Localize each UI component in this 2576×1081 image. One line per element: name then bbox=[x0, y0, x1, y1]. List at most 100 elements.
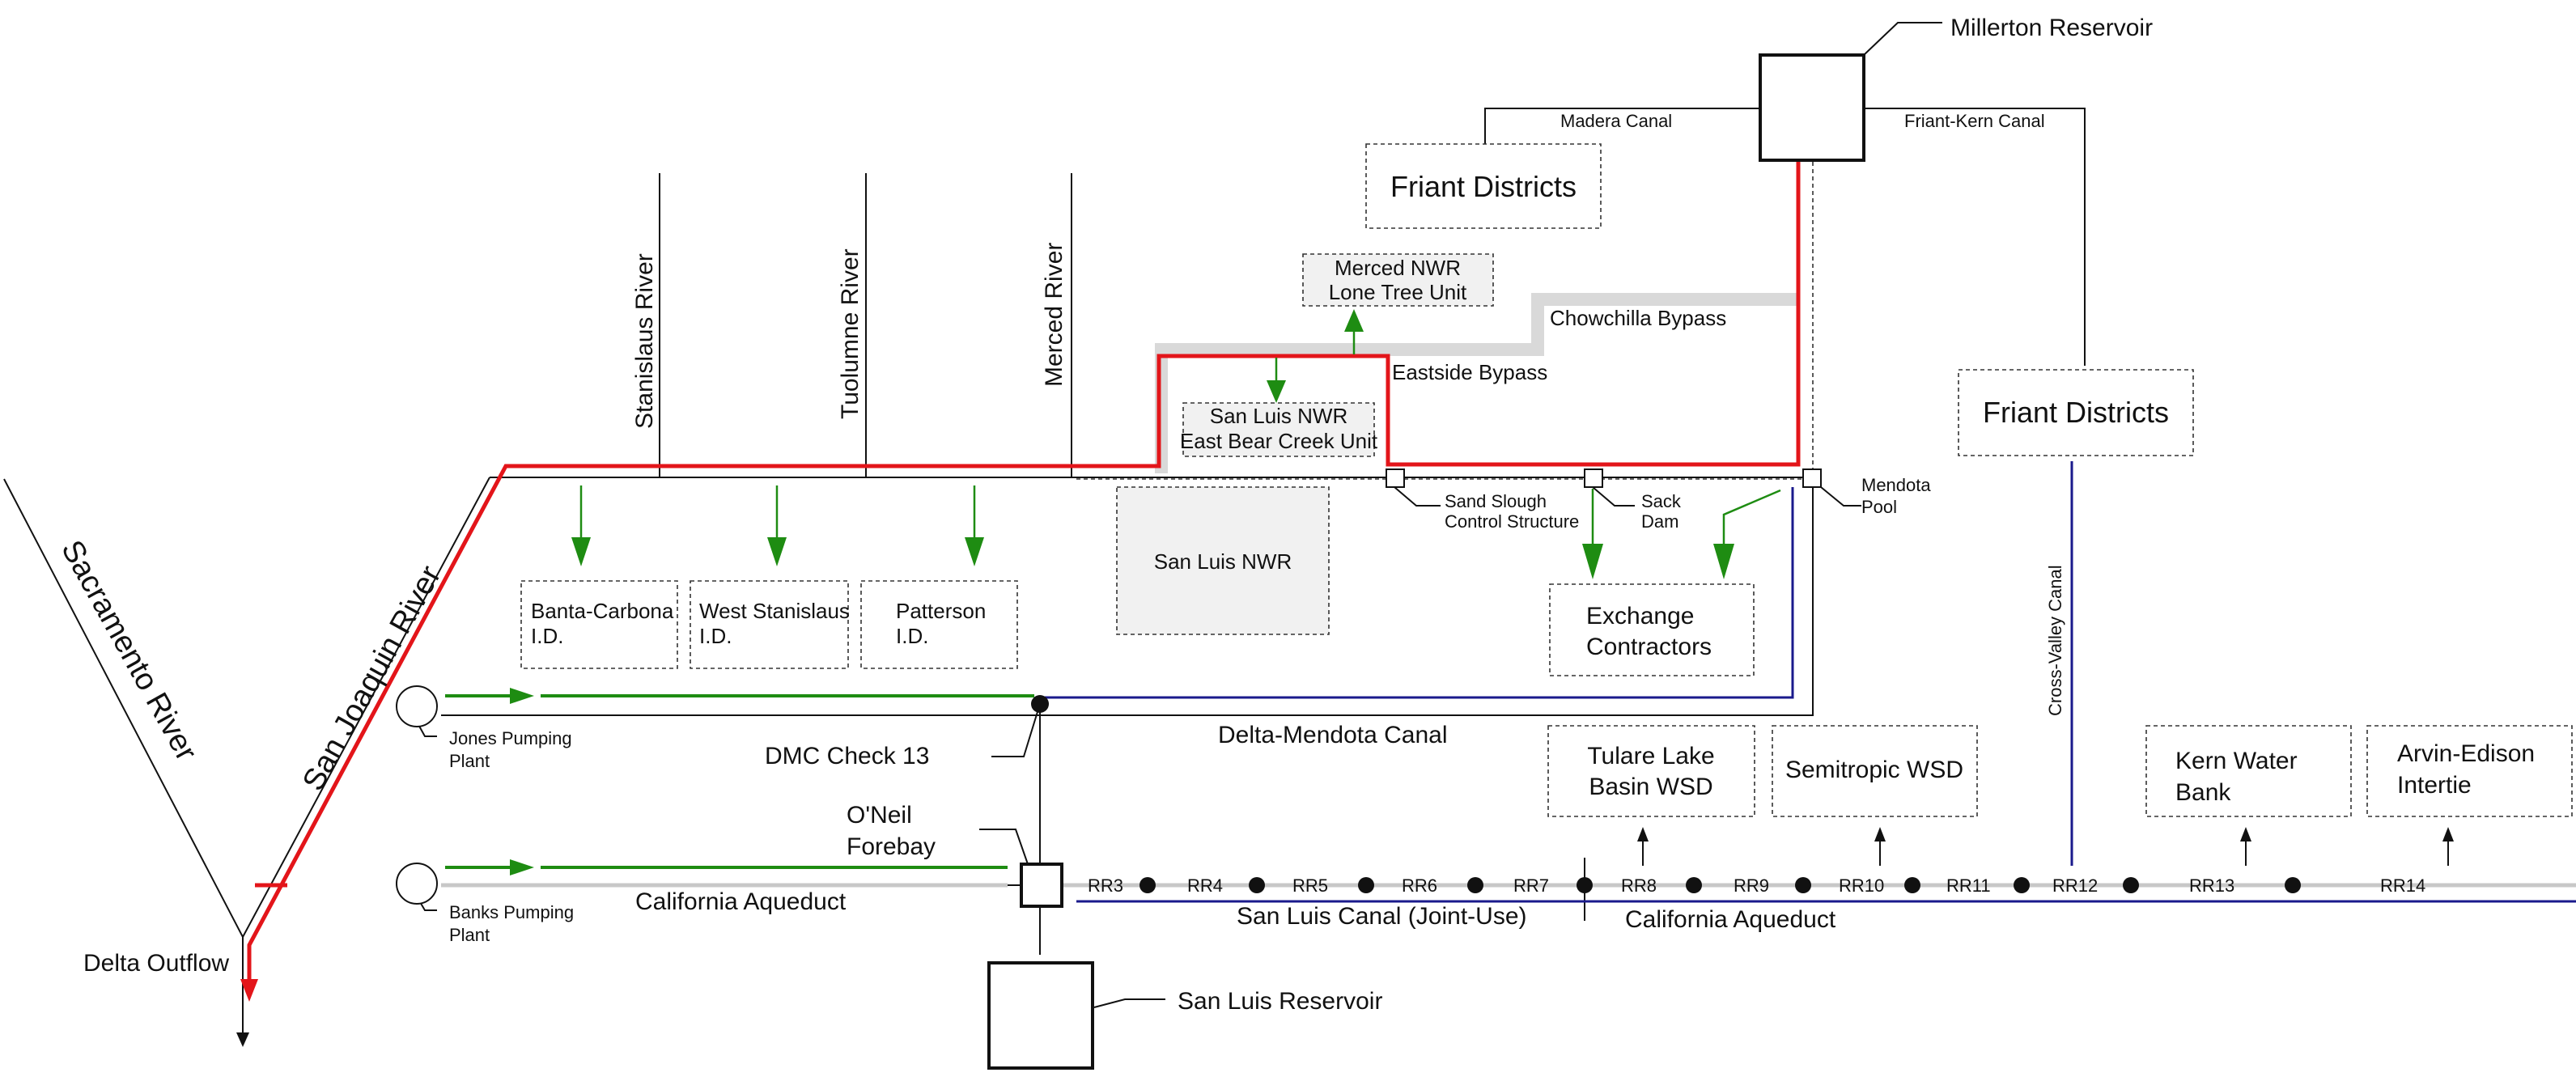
green-delivery-lines bbox=[541, 694, 1034, 869]
friant-districts-right-box bbox=[1958, 369, 2194, 456]
blue-canals bbox=[1040, 461, 2576, 903]
kern-water-bank-label-1: Kern Water bbox=[2175, 748, 2298, 774]
sand-slough-leader bbox=[1394, 486, 1441, 507]
tulare-label-1: Tulare Lake bbox=[1587, 743, 1714, 769]
reach-label: RR3 bbox=[1088, 875, 1123, 896]
san-luis-ebc-label-2: East Bear Creek Unit bbox=[1180, 429, 1378, 453]
sack-dam-leader bbox=[1592, 486, 1635, 507]
millerton-leader bbox=[1863, 22, 1942, 56]
reach-label: RR5 bbox=[1292, 875, 1328, 896]
bypass-gray-band bbox=[1155, 293, 1797, 473]
cross-valley-canal-label: Cross-Valley Canal bbox=[2045, 565, 2065, 716]
california-aqueduct-east-label: California Aqueduct bbox=[1625, 906, 1836, 933]
san-luis-reservoir-label: San Luis Reservoir bbox=[1178, 988, 1382, 1015]
semitropic-arrowhead bbox=[1874, 827, 1886, 841]
reach-dot bbox=[1139, 877, 1156, 893]
san-luis-ebc-box bbox=[1182, 402, 1375, 457]
san-luis-canal-label: San Luis Canal (Joint-Use) bbox=[1237, 903, 1527, 930]
reach-dot bbox=[1358, 877, 1374, 893]
san-luis-nwr-box bbox=[1116, 486, 1330, 635]
west-stanislaus-label-1: West Stanislaus bbox=[699, 599, 850, 623]
dmc-check-dot bbox=[1031, 695, 1049, 713]
jones-plant-label-1: Jones Pumping bbox=[449, 728, 572, 748]
reach-dot bbox=[1577, 877, 1593, 893]
west-stanislaus-box bbox=[690, 580, 849, 669]
westst-arrowhead bbox=[767, 537, 787, 566]
tuolumne-river-label: Tuolumne River bbox=[837, 248, 864, 419]
merced-nwr-box bbox=[1302, 253, 1494, 307]
patterson-label-2: I.D. bbox=[896, 624, 928, 648]
sand-slough-structure-icon bbox=[1386, 468, 1405, 488]
san-luis-nwr-label: San Luis NWR bbox=[1154, 549, 1292, 574]
merced-nwr-label-1: Merced NWR bbox=[1335, 256, 1461, 280]
reach-label: RR11 bbox=[1946, 875, 1991, 896]
reach-dot bbox=[2123, 877, 2139, 893]
banta-arrowhead bbox=[571, 537, 591, 566]
sacramento-river-line bbox=[3, 478, 244, 938]
oneil-forebay-box bbox=[1020, 863, 1063, 908]
green-arrows bbox=[445, 309, 1781, 875]
oneil-label-2: Forebay bbox=[847, 833, 936, 860]
dmc-check-leader bbox=[991, 703, 1041, 757]
merced-nwr-label-2: Lone Tree Unit bbox=[1329, 280, 1467, 304]
reach-labels: RR3 RR4 RR5 RR6 RR7 RR8 RR9 RR10 RR11 RR… bbox=[1088, 875, 2425, 896]
tulare-arrowhead bbox=[1637, 827, 1649, 841]
delta-mendota-canal-label: Delta-Mendota Canal bbox=[1218, 722, 1448, 748]
west-stanislaus-label-2: I.D. bbox=[699, 624, 732, 648]
reach-dot bbox=[1249, 877, 1265, 893]
sand-slough-label-2: Control Structure bbox=[1445, 511, 1579, 532]
reach-label: RR6 bbox=[1402, 875, 1437, 896]
sand-slough-label-1: Sand Slough bbox=[1445, 491, 1547, 511]
reach-label: RR14 bbox=[2380, 875, 2425, 896]
mendota-pool-label-2: Pool bbox=[1861, 497, 1897, 517]
reach-dot bbox=[2014, 877, 2030, 893]
reach-label: RR7 bbox=[1513, 875, 1549, 896]
stanislaus-river-label: Stanislaus River bbox=[631, 253, 658, 429]
exchange-contractors-label-1: Exchange bbox=[1586, 603, 1694, 630]
friant-districts-right-label: Friant Districts bbox=[1983, 396, 2169, 429]
banta-carbona-box bbox=[520, 580, 678, 669]
delta-outflow-arrowhead bbox=[236, 1032, 249, 1047]
kern-arrowhead bbox=[2240, 827, 2251, 841]
san-luis-ebc-label-1: San Luis NWR bbox=[1210, 404, 1348, 428]
california-aqueduct-west-label: California Aqueduct bbox=[635, 888, 847, 915]
banks-arrowhead bbox=[510, 859, 534, 875]
reach-label: RR9 bbox=[1734, 875, 1769, 896]
merced-river-label: Merced River bbox=[1041, 243, 1067, 387]
arvin-edison-label-2: Intertie bbox=[2397, 772, 2472, 799]
kern-water-bank-label-2: Bank bbox=[2175, 779, 2231, 806]
red-arrowhead bbox=[240, 979, 258, 1002]
reach-label: RR10 bbox=[1839, 875, 1884, 896]
south-delivery-arrows bbox=[1637, 827, 2454, 866]
jones-arrowhead bbox=[510, 688, 534, 704]
friant-kern-canal-line bbox=[1864, 108, 2086, 366]
kern-box bbox=[2145, 725, 2352, 817]
patterson-label-1: Patterson bbox=[896, 599, 986, 623]
patterson-box bbox=[860, 580, 1018, 669]
exchange-contractors-label-2: Contractors bbox=[1586, 634, 1712, 660]
jones-pumping-plant-icon bbox=[396, 685, 438, 727]
delta-mendota-black-line bbox=[441, 487, 1814, 716]
mendota-pool-icon bbox=[1802, 468, 1822, 488]
tulare-label-2: Basin WSD bbox=[1589, 774, 1712, 800]
reach-dot bbox=[2285, 877, 2301, 893]
banta-carbona-label-2: I.D. bbox=[531, 624, 563, 648]
sack-dam-label-1: Sack bbox=[1641, 491, 1682, 511]
sack-dam-icon bbox=[1584, 468, 1603, 488]
sanluis-leader bbox=[1093, 998, 1165, 1008]
mendota-exchange-arrow-shaft bbox=[1722, 489, 1781, 550]
oneil-leader bbox=[979, 829, 1029, 865]
semitropic-box bbox=[1772, 725, 1978, 817]
ebc-arrowhead bbox=[1267, 380, 1286, 403]
reach-dot bbox=[1686, 877, 1702, 893]
banta-carbona-label-1: Banta-Carbona bbox=[531, 599, 674, 623]
millerton-reservoir-box bbox=[1759, 53, 1865, 162]
lonetree-arrowhead bbox=[1344, 309, 1364, 332]
dashed-connectors bbox=[1076, 162, 1814, 480]
arvin-edison-label-1: Arvin-Edison bbox=[2397, 740, 2535, 767]
mendota-leader bbox=[1820, 486, 1861, 507]
reach-dot bbox=[1467, 877, 1483, 893]
friant-districts-top-box bbox=[1365, 143, 1602, 229]
